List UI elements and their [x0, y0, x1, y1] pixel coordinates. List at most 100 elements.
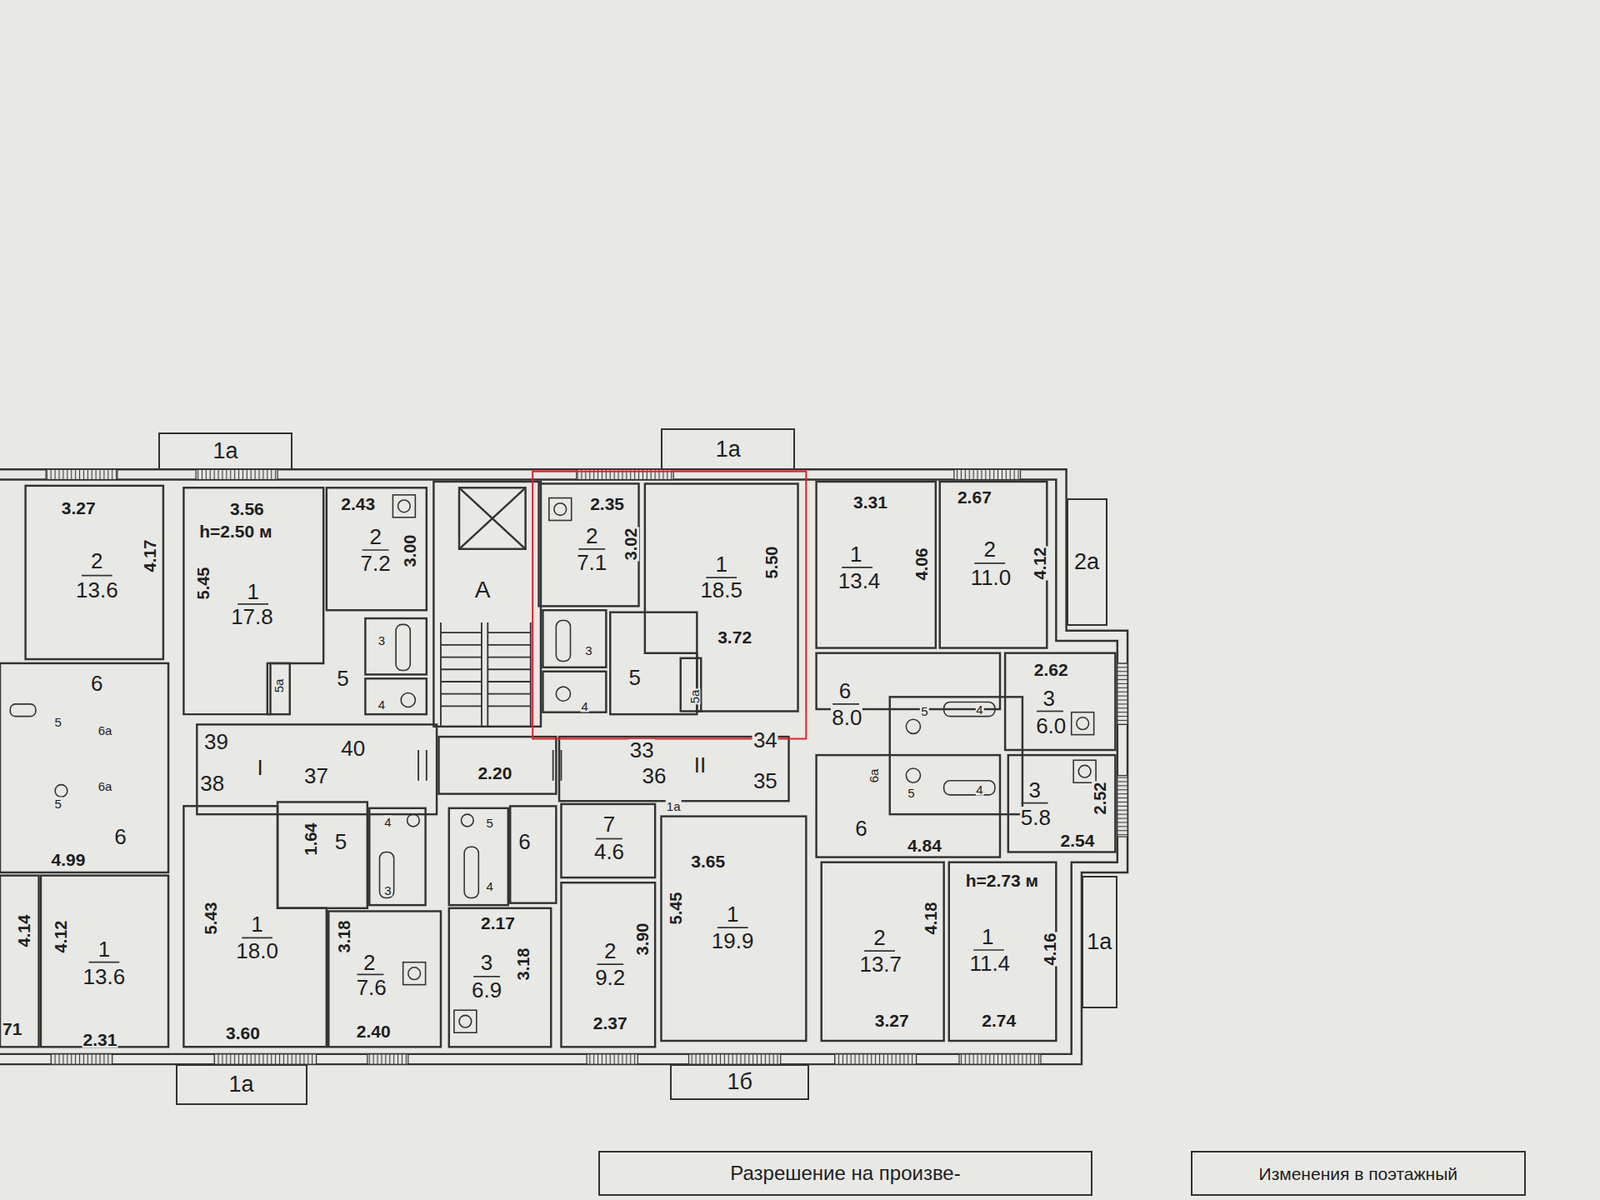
room-label: 3: [1042, 687, 1056, 710]
balcony-box: 1а: [1081, 875, 1118, 1009]
dimension-label: 2.43: [340, 494, 376, 512]
room-label: 6: [838, 680, 852, 702]
room-label: 7.6: [355, 976, 388, 999]
room-label: 7.1: [575, 551, 608, 574]
fixture-number: 4: [975, 703, 984, 716]
balcony-box: 1б: [670, 1064, 810, 1100]
dimension-label: 3.02: [622, 526, 640, 561]
dimension-label: 2.40: [355, 1021, 392, 1040]
room-label: 6: [517, 830, 531, 853]
fixture-number: 5: [54, 715, 63, 728]
room-label: 18.0: [235, 940, 280, 962]
room-label: 34: [752, 729, 779, 751]
room-label: 37: [303, 765, 330, 787]
fixture-number: 4: [975, 782, 984, 795]
balcony-box: 2а: [1066, 498, 1108, 626]
dimension-label: 3.56: [229, 499, 265, 517]
stamp-text: Разрешение на произве-: [730, 1163, 960, 1184]
dimension-label: 2.54: [1060, 830, 1096, 849]
dimension-label: 4.06: [913, 547, 930, 582]
dimension-label: 4.14: [15, 913, 33, 948]
fixture-number: 5а: [687, 689, 700, 705]
room-label: 5.8: [1020, 806, 1052, 829]
room-label: I: [256, 756, 265, 779]
balcony-label: 1а: [229, 1073, 255, 1096]
stamp-text: Изменения в поэтажный: [1259, 1165, 1458, 1183]
room-label: 40: [340, 737, 366, 760]
dimension-label: 3.90: [634, 921, 651, 956]
room-label: 6: [854, 817, 868, 840]
room-label: 11.0: [970, 566, 1013, 589]
dimension-label: 4.16: [1041, 931, 1059, 966]
dimension-label: 71: [1, 1020, 23, 1038]
fixture-number: 5: [54, 796, 63, 810]
room-label: 1: [849, 543, 863, 565]
room-label: 3: [1027, 779, 1041, 801]
room-label: 5: [627, 666, 641, 689]
room-label: 1: [725, 903, 740, 925]
dimension-label: 2.17: [480, 913, 516, 931]
dimension-label: 3.27: [874, 1011, 910, 1030]
dimension-label: 1.64: [302, 821, 320, 856]
room-label: 2: [603, 940, 617, 962]
stair-label: A: [474, 578, 492, 602]
dimension-label: 3.27: [60, 498, 97, 516]
room-label: 33: [629, 739, 655, 761]
fixture-number: 5: [906, 786, 915, 800]
dimension-label: 2.37: [592, 1013, 629, 1031]
room-label: 39: [203, 730, 230, 753]
room-label: 8.0: [830, 706, 863, 729]
fixture-number: 3: [383, 883, 392, 896]
dimension-label: h=2.73 м: [965, 870, 1040, 889]
dimension-label: 2.20: [476, 763, 513, 781]
dimension-label: 4.12: [52, 920, 70, 955]
fixture-number: 3: [377, 633, 386, 646]
dimension-label: 3.18: [515, 947, 532, 982]
stamp-box: Разрешение на произве-: [598, 1150, 1094, 1196]
room-label: 2: [90, 550, 104, 572]
dimension-label: 4.12: [1031, 545, 1049, 580]
room-label: 13.6: [75, 579, 120, 601]
room-label: 1: [714, 553, 728, 575]
fixture-number: 6а: [97, 723, 114, 736]
balcony-label: 1б: [727, 1070, 753, 1094]
balcony-label: 1а: [715, 438, 741, 461]
dimension-label: 4.18: [922, 901, 940, 936]
room-label: 13.7: [858, 953, 903, 975]
fixture-number: 5: [920, 705, 929, 718]
room-label: 1: [980, 925, 995, 948]
dimension-label: 2.52: [1091, 780, 1109, 815]
balcony-label: 2а: [1074, 550, 1100, 574]
dimension-label: 2.62: [1033, 660, 1070, 679]
room-label: 6: [113, 825, 127, 848]
room-label: 5: [334, 830, 348, 853]
dimension-label: 3.31: [852, 493, 889, 511]
fixture-number: 6а: [867, 767, 880, 784]
room-label: 1: [250, 913, 264, 935]
dimension-label: 2.35: [589, 494, 625, 512]
balcony-label: 1а: [1086, 930, 1112, 954]
room-label: 6.0: [1035, 715, 1067, 737]
fixture-number: 1а: [665, 800, 682, 813]
room-label: 19.9: [710, 930, 755, 952]
fixture-number: 6а: [97, 779, 114, 792]
room-label: 1: [97, 938, 111, 960]
dimension-label: 5.45: [667, 890, 685, 925]
dimension-label: 5.43: [202, 901, 220, 936]
room-label: 9.2: [594, 966, 626, 989]
fixture-number: 4: [580, 700, 589, 713]
dimension-label: 3.72: [716, 628, 753, 646]
dimension-label: 2.67: [956, 488, 993, 506]
room-label: 18.5: [699, 579, 744, 601]
dimension-label: 4.17: [141, 539, 159, 574]
dimension-label: 5.45: [195, 566, 212, 601]
room-label: 2: [362, 951, 376, 974]
room-label: 2: [872, 926, 886, 949]
stamp-box: Изменения в поэтажный: [1190, 1150, 1526, 1196]
room-label: 2: [368, 525, 382, 548]
fixture-number: 3: [584, 644, 593, 657]
room-label: 13.4: [837, 570, 882, 592]
room-label: 5: [335, 667, 350, 690]
fixture-number: 4: [377, 697, 386, 710]
